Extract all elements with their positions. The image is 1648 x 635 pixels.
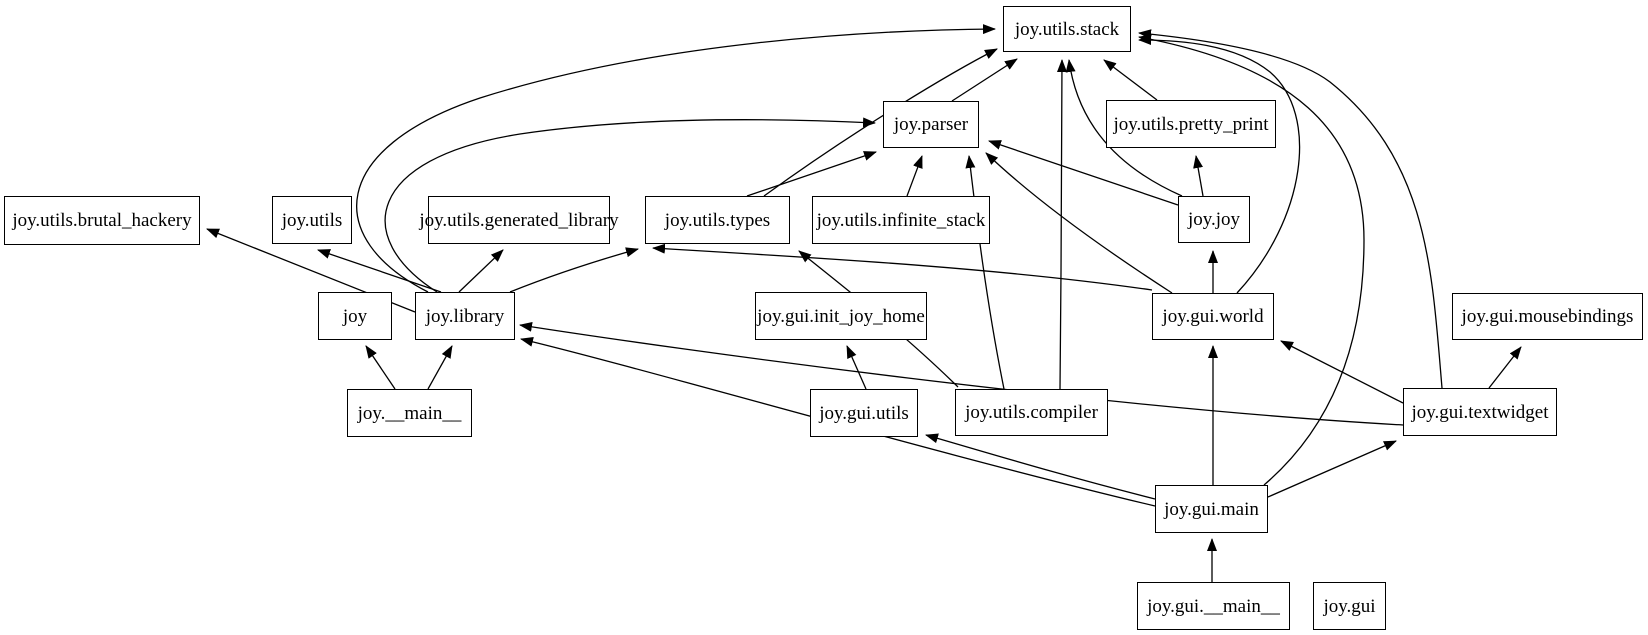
node-label: joy.gui — [1323, 595, 1376, 617]
edge-joy.utils.pretty_print-to-joy.utils.stack — [1103, 59, 1158, 101]
node-label: joy.utils.pretty_print — [1113, 113, 1269, 135]
node-label: joy.utils.stack — [1014, 18, 1120, 40]
node-joy.utils.infinite_stack: joy.utils.infinite_stack — [812, 196, 990, 244]
node-joy.parser: joy.parser — [883, 101, 979, 148]
node-joy.utils.pretty_print: joy.utils.pretty_print — [1106, 100, 1276, 148]
node-label: joy.utils — [281, 209, 343, 231]
edge-joy.library-to-joy.utils — [317, 249, 442, 293]
node-label: joy.gui.init_joy_home — [757, 305, 925, 327]
edge-joy.joy-to-joy.parser — [988, 140, 1179, 206]
node-label: joy.gui.utils — [819, 402, 909, 424]
edge-joy.parser-to-joy.utils.stack — [951, 58, 1018, 102]
node-label: joy.gui.main — [1164, 498, 1259, 520]
node-joy.utils.types: joy.utils.types — [645, 196, 790, 244]
node-label: joy.gui.__main__ — [1147, 595, 1280, 617]
edge-joy.gui.world-to-joy.parser — [985, 152, 1173, 294]
edge-joy.gui.world-to-joy.utils.stack — [1138, 35, 1301, 294]
node-label: joy.joy — [1187, 209, 1241, 230]
node-joy.utils.generated_library: joy.utils.generated_library — [419, 196, 619, 244]
node-label: joy.__main__ — [357, 402, 462, 424]
node-label: joy — [342, 305, 368, 327]
edge-joy.__main__-to-joy — [365, 345, 396, 390]
node-joy.utils: joy.utils — [272, 196, 352, 244]
edge-joy.utils.infinite_stack-to-joy.parser — [906, 155, 923, 197]
node-label: joy.utils.types — [664, 209, 771, 231]
node-joy.gui.world: joy.gui.world — [1152, 293, 1274, 340]
node-label: joy.gui.world — [1162, 306, 1264, 327]
node-label: joy.utils.compiler — [965, 402, 1098, 423]
edge-joy.gui.utils-to-joy.gui.init_joy_home — [846, 345, 867, 390]
node-joy.gui.init_joy_home: joy.gui.init_joy_home — [755, 292, 927, 340]
node-joy.gui.__main__: joy.gui.__main__ — [1137, 582, 1290, 630]
edge-joy.gui.main-to-joy.gui.utils — [925, 433, 1156, 500]
node-joy.gui.main: joy.gui.main — [1155, 485, 1268, 533]
node-label: joy.gui.mousebindings — [1461, 306, 1634, 327]
node-label: joy.library — [425, 305, 505, 327]
edge-joy.joy-to-joy.utils.pretty_print — [1193, 155, 1204, 197]
node-joy.library: joy.library — [415, 292, 515, 340]
node-joy.gui.mousebindings: joy.gui.mousebindings — [1452, 293, 1643, 340]
edge-joy.__main__-to-joy.library — [427, 345, 453, 390]
edge-joy.utils.compiler-to-joy.utils.stack — [1056, 59, 1067, 390]
node-joy.utils.compiler: joy.utils.compiler — [955, 389, 1108, 436]
edge-joy.utils.types-to-joy.parser — [746, 151, 877, 197]
node-label: joy.utils.infinite_stack — [816, 209, 986, 231]
node-label: joy.utils.brutal_hackery — [12, 210, 192, 231]
node-joy.gui.textwidget: joy.gui.textwidget — [1403, 388, 1557, 436]
edge-joy.library-to-joy.utils.generated_library — [458, 249, 504, 293]
edge-joy.gui.main-to-joy.gui.textwidget — [1267, 440, 1397, 498]
edge-joy.utils.compiler-to-joy.parser — [965, 155, 1005, 390]
edge-joy.library-to-joy.parser — [384, 117, 876, 293]
edge-joy.gui.textwidget-to-joy.library — [519, 321, 1404, 426]
edge-joy.library-to-joy.utils.stack — [356, 24, 996, 293]
edge-joy.gui.textwidget-to-joy.utils.stack — [1138, 29, 1443, 389]
edge-joy.gui.main-to-joy.library — [520, 336, 1156, 507]
node-joy.joy: joy.joy — [1178, 196, 1250, 243]
node-joy.gui.utils: joy.gui.utils — [810, 389, 918, 437]
node-joy: joy — [318, 292, 392, 340]
node-label: joy.utils.generated_library — [419, 209, 619, 231]
edge-joy.gui.main-to-joy.utils.stack — [1138, 34, 1365, 486]
edge-joy.joy-to-joy.utils.stack — [1065, 59, 1183, 197]
edge-joy.gui.world-to-joy.utils.types — [652, 243, 1153, 291]
edge-joy.library-to-joy.utils.types — [509, 247, 639, 293]
node-label: joy.parser — [893, 114, 969, 135]
node-joy.__main__: joy.__main__ — [347, 389, 472, 437]
edge-joy.gui.textwidget-to-joy.gui.mousebindings — [1488, 346, 1522, 389]
node-joy.utils.stack: joy.utils.stack — [1003, 6, 1131, 52]
node-joy.utils.brutal_hackery: joy.utils.brutal_hackery — [4, 196, 200, 245]
node-joy.gui: joy.gui — [1313, 582, 1386, 630]
node-label: joy.gui.textwidget — [1411, 401, 1549, 423]
